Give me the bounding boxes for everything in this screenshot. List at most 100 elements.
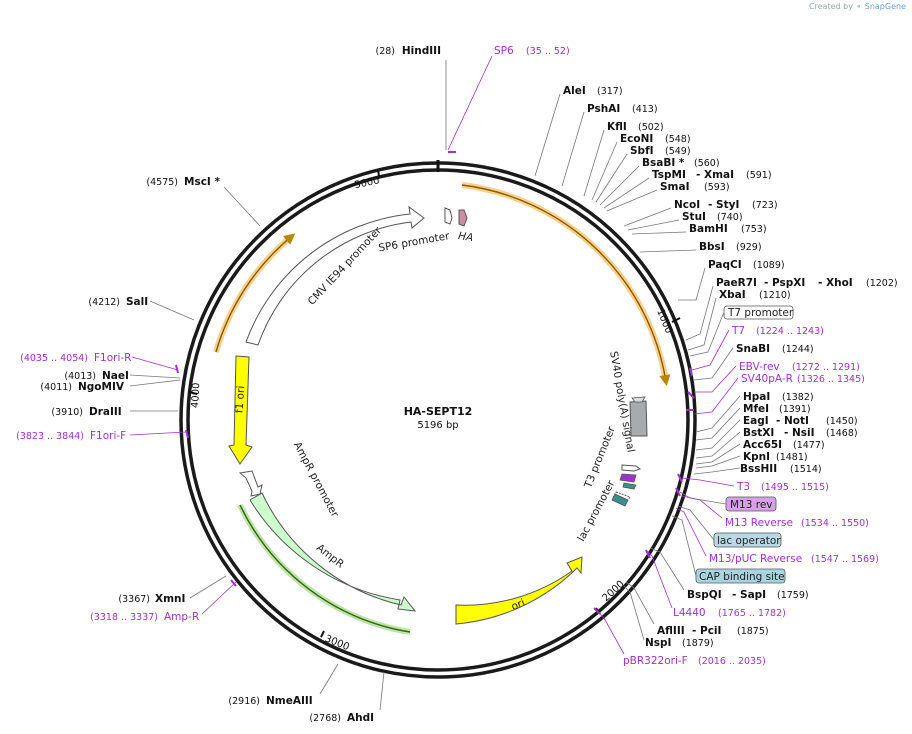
primer-t7: T7 (1224 .. 1243): [689, 325, 824, 377]
svg-text:(1210): (1210): [759, 290, 791, 301]
svg-text:EagI: EagI: [743, 415, 769, 427]
site-ngomiv: (4011) NgoMIV: [40, 379, 181, 393]
svg-text:(1534 .. 1550): (1534 .. 1550): [801, 518, 869, 529]
svg-text:T3 promoter: T3 promoter: [582, 424, 618, 490]
site-sbfi: SbfI (549): [595, 145, 691, 203]
feature-ha: HA: [457, 209, 474, 244]
svg-text:SP6 promoter: SP6 promoter: [378, 230, 451, 254]
svg-text:NaeI: NaeI: [102, 370, 129, 382]
svg-text:PaqCI: PaqCI: [708, 259, 742, 271]
svg-text:(2768): (2768): [309, 713, 341, 724]
boxed-t7-promoter: T7 promoter: [689, 305, 794, 357]
svg-text:L4440: L4440: [673, 607, 706, 619]
svg-text:5000: 5000: [353, 175, 380, 191]
site-bstxi-nsii: BstXI - NsiI (1468): [695, 427, 858, 459]
site-mfei: MfeI (1391): [695, 403, 811, 441]
tick-5000: 5000: [353, 168, 381, 191]
svg-text:BamHI: BamHI: [689, 223, 728, 235]
svg-text:AleI: AleI: [563, 85, 586, 97]
plasmid-name: HA-SEPT12: [404, 405, 473, 418]
svg-text:HA: HA: [457, 230, 474, 244]
feature-ori: ori: [455, 556, 583, 625]
site-bsshii: BssHII (1514): [693, 463, 822, 475]
svg-text:BstXI: BstXI: [743, 427, 774, 439]
svg-text:T7: T7: [731, 325, 745, 337]
svg-text:(1202): (1202): [866, 278, 898, 289]
svg-text:(1391): (1391): [779, 404, 811, 415]
svg-text:KflI: KflI: [607, 121, 627, 133]
site-alei: AleI (317): [534, 85, 623, 177]
site-nmeaiii: (2916) NmeAIII: [228, 663, 339, 707]
site-draiii: (3910) DraIII: [51, 406, 178, 418]
svg-text:Amp-R: Amp-R: [164, 611, 199, 623]
primer-m13-reverse: M13 Reverse (1534 .. 1550): [675, 487, 869, 529]
svg-text:CAP binding site: CAP binding site: [699, 571, 785, 583]
svg-text:(1224 .. 1243): (1224 .. 1243): [756, 326, 824, 337]
svg-text:SalI: SalI: [126, 296, 148, 308]
site-paqci: PaqCI (1089): [678, 259, 785, 301]
feature-lac-promoter: lac promoter: [575, 478, 631, 543]
plasmid-length: 5196 bp: [417, 420, 458, 431]
svg-text:(502): (502): [638, 122, 664, 133]
svg-text:AflIII: AflIII: [657, 625, 685, 637]
svg-text:M13 rev: M13 rev: [730, 499, 773, 511]
svg-text:lac operator: lac operator: [717, 535, 781, 547]
svg-text:HindIII: HindIII: [402, 45, 441, 57]
svg-text:NgoMIV: NgoMIV: [78, 381, 125, 393]
svg-text:NspI: NspI: [645, 637, 671, 649]
primer-sv40pa-r: SV40pA-R (1326 .. 1345): [686, 373, 865, 415]
svg-text:SnaBI: SnaBI: [736, 343, 770, 355]
svg-text:(2916): (2916): [228, 696, 260, 707]
site-sali: (4212) SalI: [88, 296, 195, 321]
svg-text:(3318 .. 3337): (3318 .. 3337): [90, 612, 158, 623]
svg-text:PshAI: PshAI: [587, 103, 620, 115]
tick-4000: 4000: [188, 382, 202, 408]
primer-f1ori-f: (3823 .. 3844) F1ori-F: [16, 429, 189, 442]
svg-text:EBV-rev: EBV-rev: [739, 361, 780, 373]
svg-text:SV40pA-R: SV40pA-R: [741, 373, 793, 385]
svg-text:pBR322ori-F: pBR322ori-F: [623, 655, 688, 667]
svg-text:- PspXI: - PspXI: [764, 277, 805, 289]
svg-text:(4212): (4212): [88, 297, 120, 308]
site-ncoi-styi: NcoI - StyI (723): [623, 199, 778, 227]
svg-text:(3910): (3910): [51, 407, 83, 418]
svg-text:(28): (28): [375, 46, 395, 57]
svg-text:MscI *: MscI *: [184, 176, 220, 188]
svg-text:NmeAIII: NmeAIII: [266, 695, 313, 707]
svg-text:M13 Reverse: M13 Reverse: [725, 517, 793, 529]
orf-arc-3-line: [239, 504, 411, 633]
svg-text:- PciI: - PciI: [692, 625, 721, 637]
primer-m13-puc-reverse: M13/pUC Reverse (1547 .. 1569): [675, 507, 879, 565]
site-xbai: XbaI (1210): [687, 289, 791, 351]
svg-text:(1759): (1759): [777, 590, 809, 601]
svg-text:(753): (753): [741, 224, 767, 235]
svg-text:- SapI: - SapI: [732, 589, 766, 601]
svg-text:(1382): (1382): [782, 392, 814, 403]
feature-f1-ori: f1 ori: [228, 355, 253, 465]
svg-text:- NotI: - NotI: [776, 415, 809, 427]
svg-text:(2016 .. 2035): (2016 .. 2035): [698, 656, 766, 667]
site-msci: (4575) MscI *: [146, 176, 261, 227]
site-stui: StuI (740): [627, 211, 743, 231]
site-acc65i: Acc65I (1477): [695, 439, 825, 465]
site-hindiii: (28) HindIII: [375, 45, 447, 150]
primer-ebv-rev: EBV-rev (1272 .. 1291): [687, 361, 860, 399]
svg-text:M13/pUC Reverse: M13/pUC Reverse: [709, 553, 802, 565]
svg-text:- NsiI: - NsiI: [784, 427, 815, 439]
site-nspi: NspI (1879): [623, 585, 714, 649]
svg-text:(1547 .. 1569): (1547 .. 1569): [811, 554, 879, 565]
svg-text:KpnI: KpnI: [743, 451, 770, 463]
svg-text:(4011): (4011): [40, 382, 72, 393]
svg-text:SmaI: SmaI: [660, 181, 690, 193]
orf-arc-1: [461, 182, 669, 383]
svg-text:- StyI: - StyI: [708, 199, 739, 211]
svg-text:Acc65I: Acc65I: [743, 439, 782, 451]
svg-text:MfeI: MfeI: [743, 403, 769, 415]
svg-text:SP6: SP6: [494, 45, 514, 57]
svg-text:(593): (593): [704, 182, 730, 193]
boxed-cap-binding-site: CAP binding site: [671, 515, 786, 584]
svg-text:(1879): (1879): [682, 638, 714, 649]
svg-text:(929): (929): [736, 242, 762, 253]
svg-text:(1326 .. 1345): (1326 .. 1345): [797, 374, 865, 385]
svg-text:NcoI: NcoI: [674, 199, 700, 211]
